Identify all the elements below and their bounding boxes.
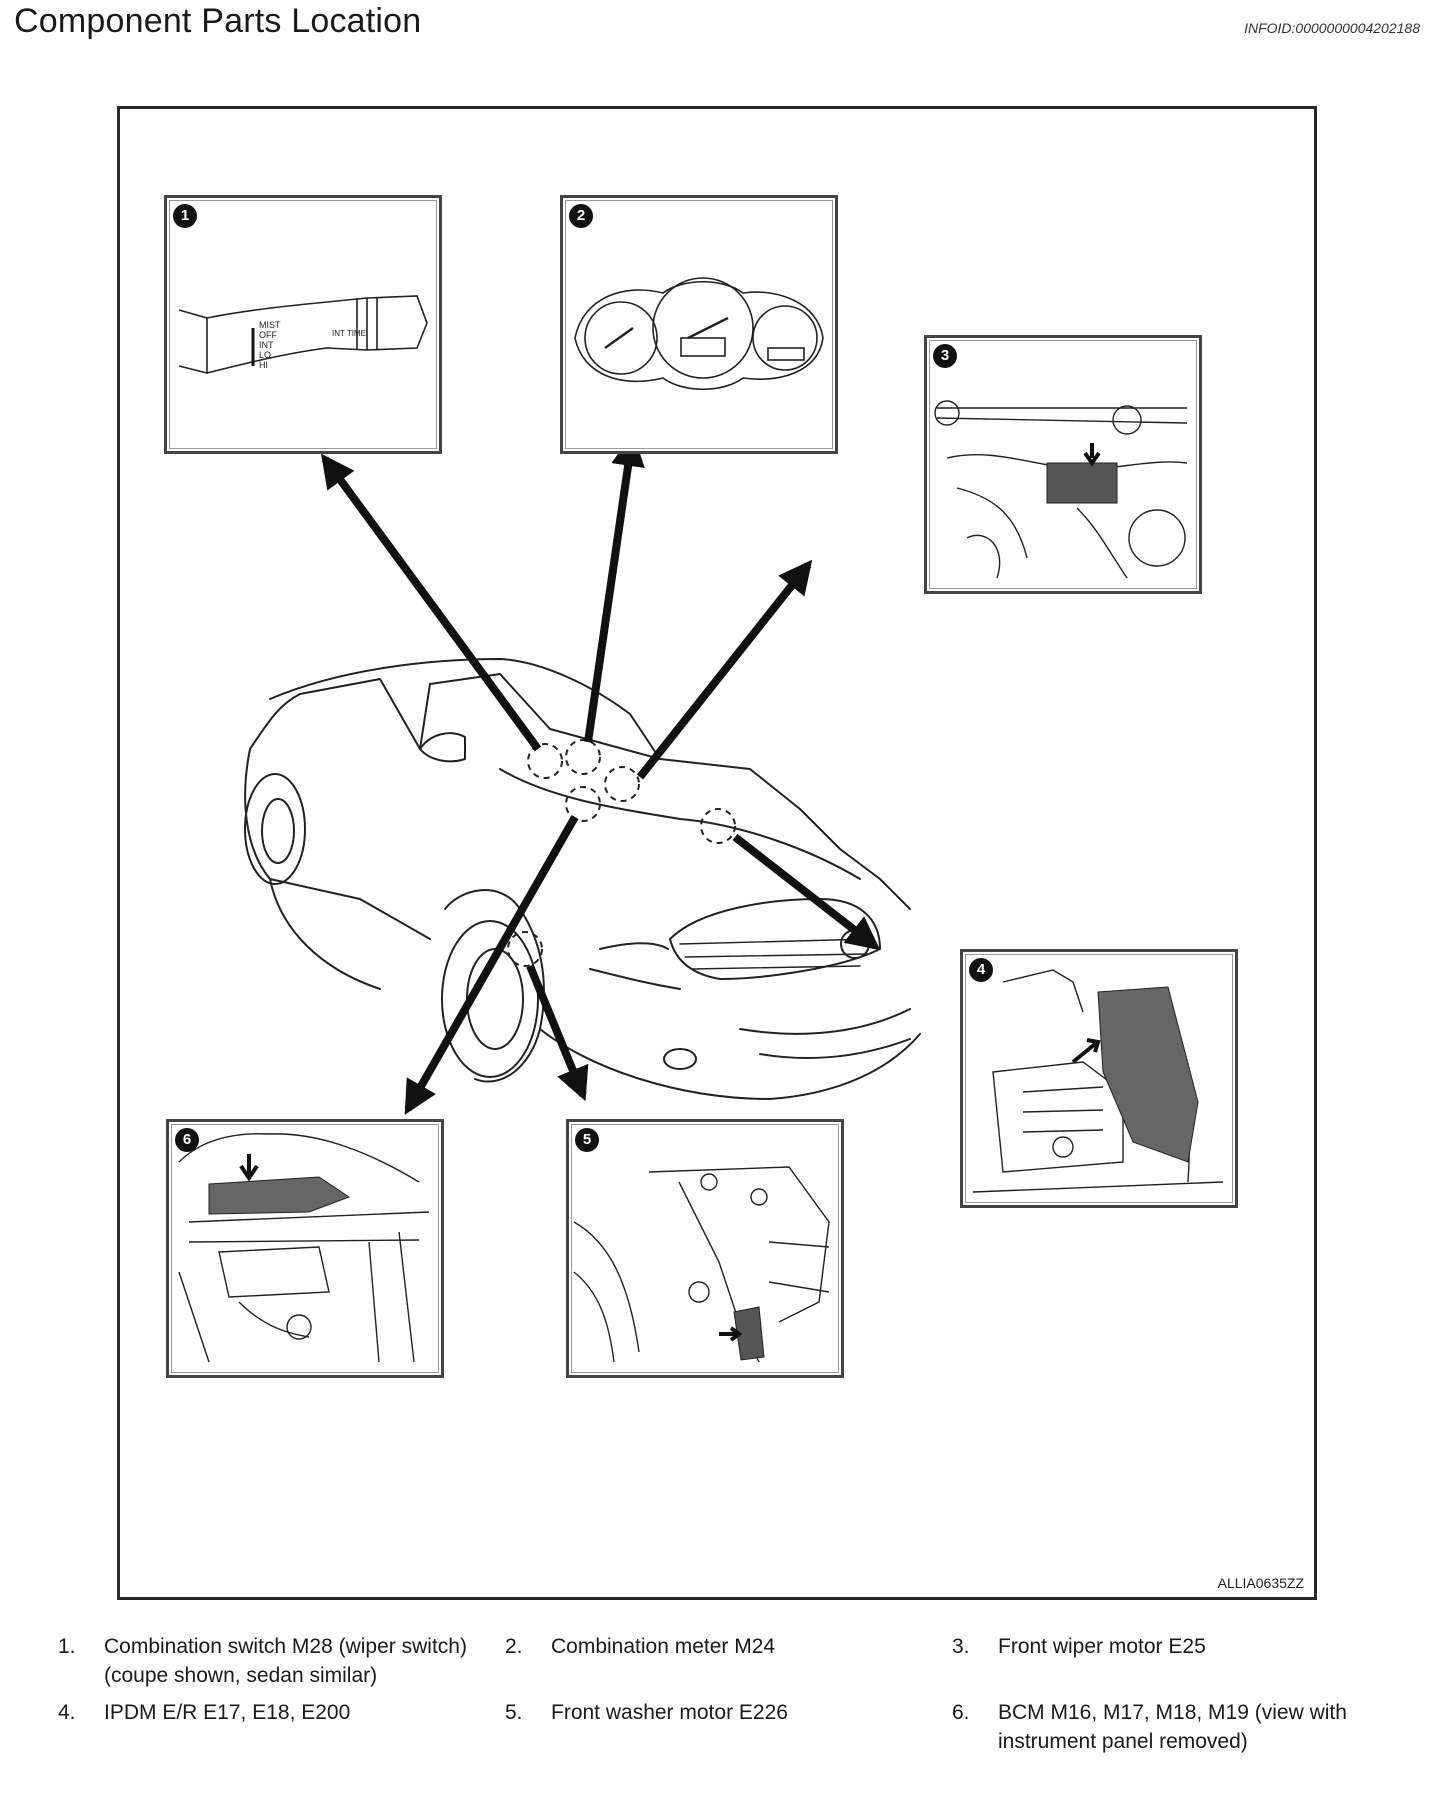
legend-text: BCM M16, M17, M18, M19 (view with instru… bbox=[998, 1701, 1347, 1753]
label-mist: MIST bbox=[259, 320, 281, 330]
label-off: OFF bbox=[259, 330, 277, 340]
panel-number-4: 4 bbox=[969, 958, 993, 982]
info-id: INFOID:0000000004202188 bbox=[1244, 20, 1420, 36]
label-hi: HI bbox=[259, 360, 268, 370]
legend-number: 1. bbox=[58, 1635, 76, 1658]
legend-number: 6. bbox=[952, 1701, 970, 1724]
legend-number: 5. bbox=[505, 1701, 523, 1724]
legend-text: Combination switch M28 (wiper switch) (c… bbox=[104, 1635, 467, 1687]
bcm-icon bbox=[178, 1133, 430, 1363]
legend-text: IPDM E/R E17, E18, E200 bbox=[104, 1701, 351, 1724]
panel-ipdm-er: 4 bbox=[960, 949, 1238, 1208]
legend-item-3: 3. Front wiper motor E25 bbox=[952, 1632, 1386, 1661]
legend-text: Front wiper motor E25 bbox=[998, 1635, 1206, 1658]
legend-number: 3. bbox=[952, 1635, 970, 1658]
legend-item-4: 4. IPDM E/R E17, E18, E200 bbox=[58, 1698, 492, 1727]
legend-item-1: 1. Combination switch M28 (wiper switch)… bbox=[58, 1632, 504, 1690]
panel-combination-switch: 1 MIST OFF INT LO HI INT TIME bbox=[164, 195, 442, 454]
panel-number-2: 2 bbox=[569, 204, 593, 228]
diagram-frame: 1 MIST OFF INT LO HI INT TIME 2 bbox=[117, 106, 1317, 1600]
panel-number-6: 6 bbox=[175, 1128, 199, 1152]
legend-number: 4. bbox=[58, 1701, 76, 1724]
panel-front-wiper-motor: 3 bbox=[924, 335, 1202, 594]
label-int: INT bbox=[259, 340, 274, 350]
panel-bcm: 6 bbox=[166, 1119, 444, 1378]
meter-cluster-icon bbox=[574, 277, 824, 391]
washer-motor-icon bbox=[573, 1166, 830, 1363]
ipdm-icon bbox=[972, 969, 1224, 1193]
panel-number-1: 1 bbox=[173, 204, 197, 228]
switch-stalk-icon: MIST OFF INT LO HI INT TIME bbox=[178, 295, 428, 375]
panel-combination-meter: 2 bbox=[560, 195, 838, 454]
panel-number-5: 5 bbox=[575, 1128, 599, 1152]
legend-text: Combination meter M24 bbox=[551, 1635, 776, 1658]
legend-item-6: 6. BCM M16, M17, M18, M19 (view with ins… bbox=[952, 1698, 1418, 1756]
legend-item-5: 5. Front washer motor E226 bbox=[505, 1698, 939, 1727]
panel-front-washer-motor: 5 bbox=[566, 1119, 844, 1378]
figure-id: ALLIA0635ZZ bbox=[1217, 1575, 1304, 1591]
legend-item-2: 2. Combination meter M24 bbox=[505, 1632, 939, 1661]
label-lo: LO bbox=[259, 350, 271, 360]
wiper-motor-icon bbox=[934, 400, 1188, 579]
page-title: Component Parts Location bbox=[14, 2, 422, 40]
panel-number-3: 3 bbox=[933, 344, 957, 368]
car-illustration bbox=[244, 432, 921, 1115]
legend-number: 2. bbox=[505, 1635, 523, 1658]
label-int-time: INT TIME bbox=[332, 329, 366, 338]
legend-text: Front washer motor E226 bbox=[551, 1701, 788, 1724]
